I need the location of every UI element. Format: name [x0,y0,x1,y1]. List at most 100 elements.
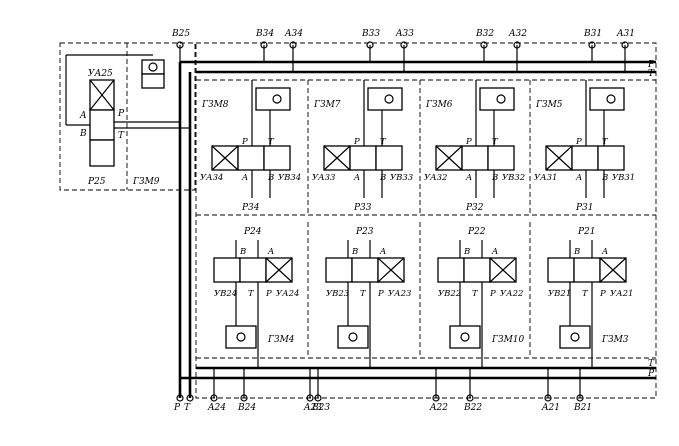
rail-label-top-t: T [648,69,655,79]
upper-port-b-2: B [379,173,386,183]
upper-port-p-4: P [575,137,582,147]
lower-spool-a-2 [351,257,379,283]
upper-spool-b-1 [263,145,291,171]
bottom-port-label-B21: B21 [573,403,592,413]
lower-pressure-4: P21 [577,227,596,237]
label-port-a-left: A [79,111,87,121]
lower-spool-b-1 [213,257,241,283]
upper-spool-a-4 [571,145,599,171]
upper-port-t-1: T [268,137,275,147]
lower-check-circle-4 [570,332,580,342]
bottom-port-label-A21: A21 [541,403,560,413]
lower-check-valve-2 [337,325,369,349]
lower-module-label-1: ГЗМ4 [267,335,295,345]
lower-spool-a-4 [573,257,601,283]
left-module-frame [59,42,196,191]
lower-spool-b-3 [437,257,465,283]
lower-check-valve-1 [225,325,257,349]
upper-port-p-1: P [241,137,248,147]
upper-port-b-1: B [267,173,274,183]
label-valve-25: УА25 [88,69,113,79]
top-port-label-B33: B33 [361,29,380,39]
bottom-port-circle-A23 [306,394,314,402]
lower-port-p-3: P [489,289,496,299]
upper-check-circle-1 [272,94,282,104]
top-port-circle-B32 [480,41,488,49]
lower-port-a-3: A [491,247,498,257]
lower-cross-2-1 [265,257,293,283]
lower-pressure-2: P23 [355,227,374,237]
upper-valve-left-1: УА34 [200,173,223,183]
upper-port-b-4: B [601,173,608,183]
label-pump-25: P25 [87,177,106,187]
lower-cross-2-3 [489,257,517,283]
upper-check-circle-3 [496,94,506,104]
bottom-port-circle-A21 [544,394,552,402]
pump-box-lower [141,73,165,89]
label-port-b-left: B [79,129,87,139]
upper-spool-b-3 [487,145,515,171]
top-port-circle-A33 [400,41,408,49]
lower-port-p-1: P [265,289,272,299]
bottom-port-label-B24: B24 [237,403,256,413]
lower-cross-2-4 [599,257,627,283]
upper-cross-2-3 [435,145,463,171]
bottom-port-circle-B21 [576,394,584,402]
label-module-9: ГЗМ9 [132,177,160,187]
upper-port-t-2: T [380,137,387,147]
top-port-circle-B33 [366,41,374,49]
lower-valve-right-1: УА24 [276,289,299,299]
bottom-port-label-A23: A23 [303,403,322,413]
lower-spool-a-1 [239,257,267,283]
lower-port-p-2: P [377,289,384,299]
upper-valve-right-1: УВ34 [278,173,301,183]
bottom-port-label-T: T [184,403,191,413]
lower-port-b-4: B [573,247,580,257]
upper-valve-left-2: УА33 [312,173,335,183]
lower-valve-left-3: УВ22 [438,289,461,299]
lower-check-valve-4 [559,325,591,349]
upper-pressure-1: P34 [241,203,260,213]
top-port-circle-A31 [621,41,629,49]
upper-module-label-3: ГЗМ6 [425,100,453,110]
upper-cross-2-1 [211,145,239,171]
rail-label-bottom-p: P [647,369,655,379]
upper-check-circle-2 [384,94,394,104]
lower-spool-a-3 [463,257,491,283]
valve-25-arrow-2 [89,79,115,111]
upper-cross-2-2 [323,145,351,171]
upper-spool-a-1 [237,145,265,171]
lower-port-t-1: T [248,289,255,299]
lower-port-t-2: T [360,289,367,299]
bottom-port-label-A24: A24 [207,403,226,413]
bottom-port-circle-B23 [314,394,322,402]
main-frame [195,42,657,399]
bottom-port-circle-A22 [432,394,440,402]
top-port-circle-A34 [289,41,297,49]
bottom-port-label-A22: A22 [429,403,448,413]
upper-port-a-1: A [241,173,248,183]
pump-box [141,59,165,75]
upper-valve-right-3: УВ32 [502,173,525,183]
lower-port-a-4: A [601,247,608,257]
upper-cross-2-4 [545,145,573,171]
lower-valve-right-3: УА22 [500,289,523,299]
lower-check-valve-3 [449,325,481,349]
upper-port-p-3: P [465,137,472,147]
top-port-label-A32: A32 [508,29,527,39]
upper-port-a-4: A [575,173,582,183]
top-port-label-A33: A33 [395,29,414,39]
bottom-port-label-P: P [173,403,181,413]
upper-spool-b-2 [375,145,403,171]
upper-module-label-2: ГЗМ7 [313,100,341,110]
lower-check-circle-1 [236,332,246,342]
